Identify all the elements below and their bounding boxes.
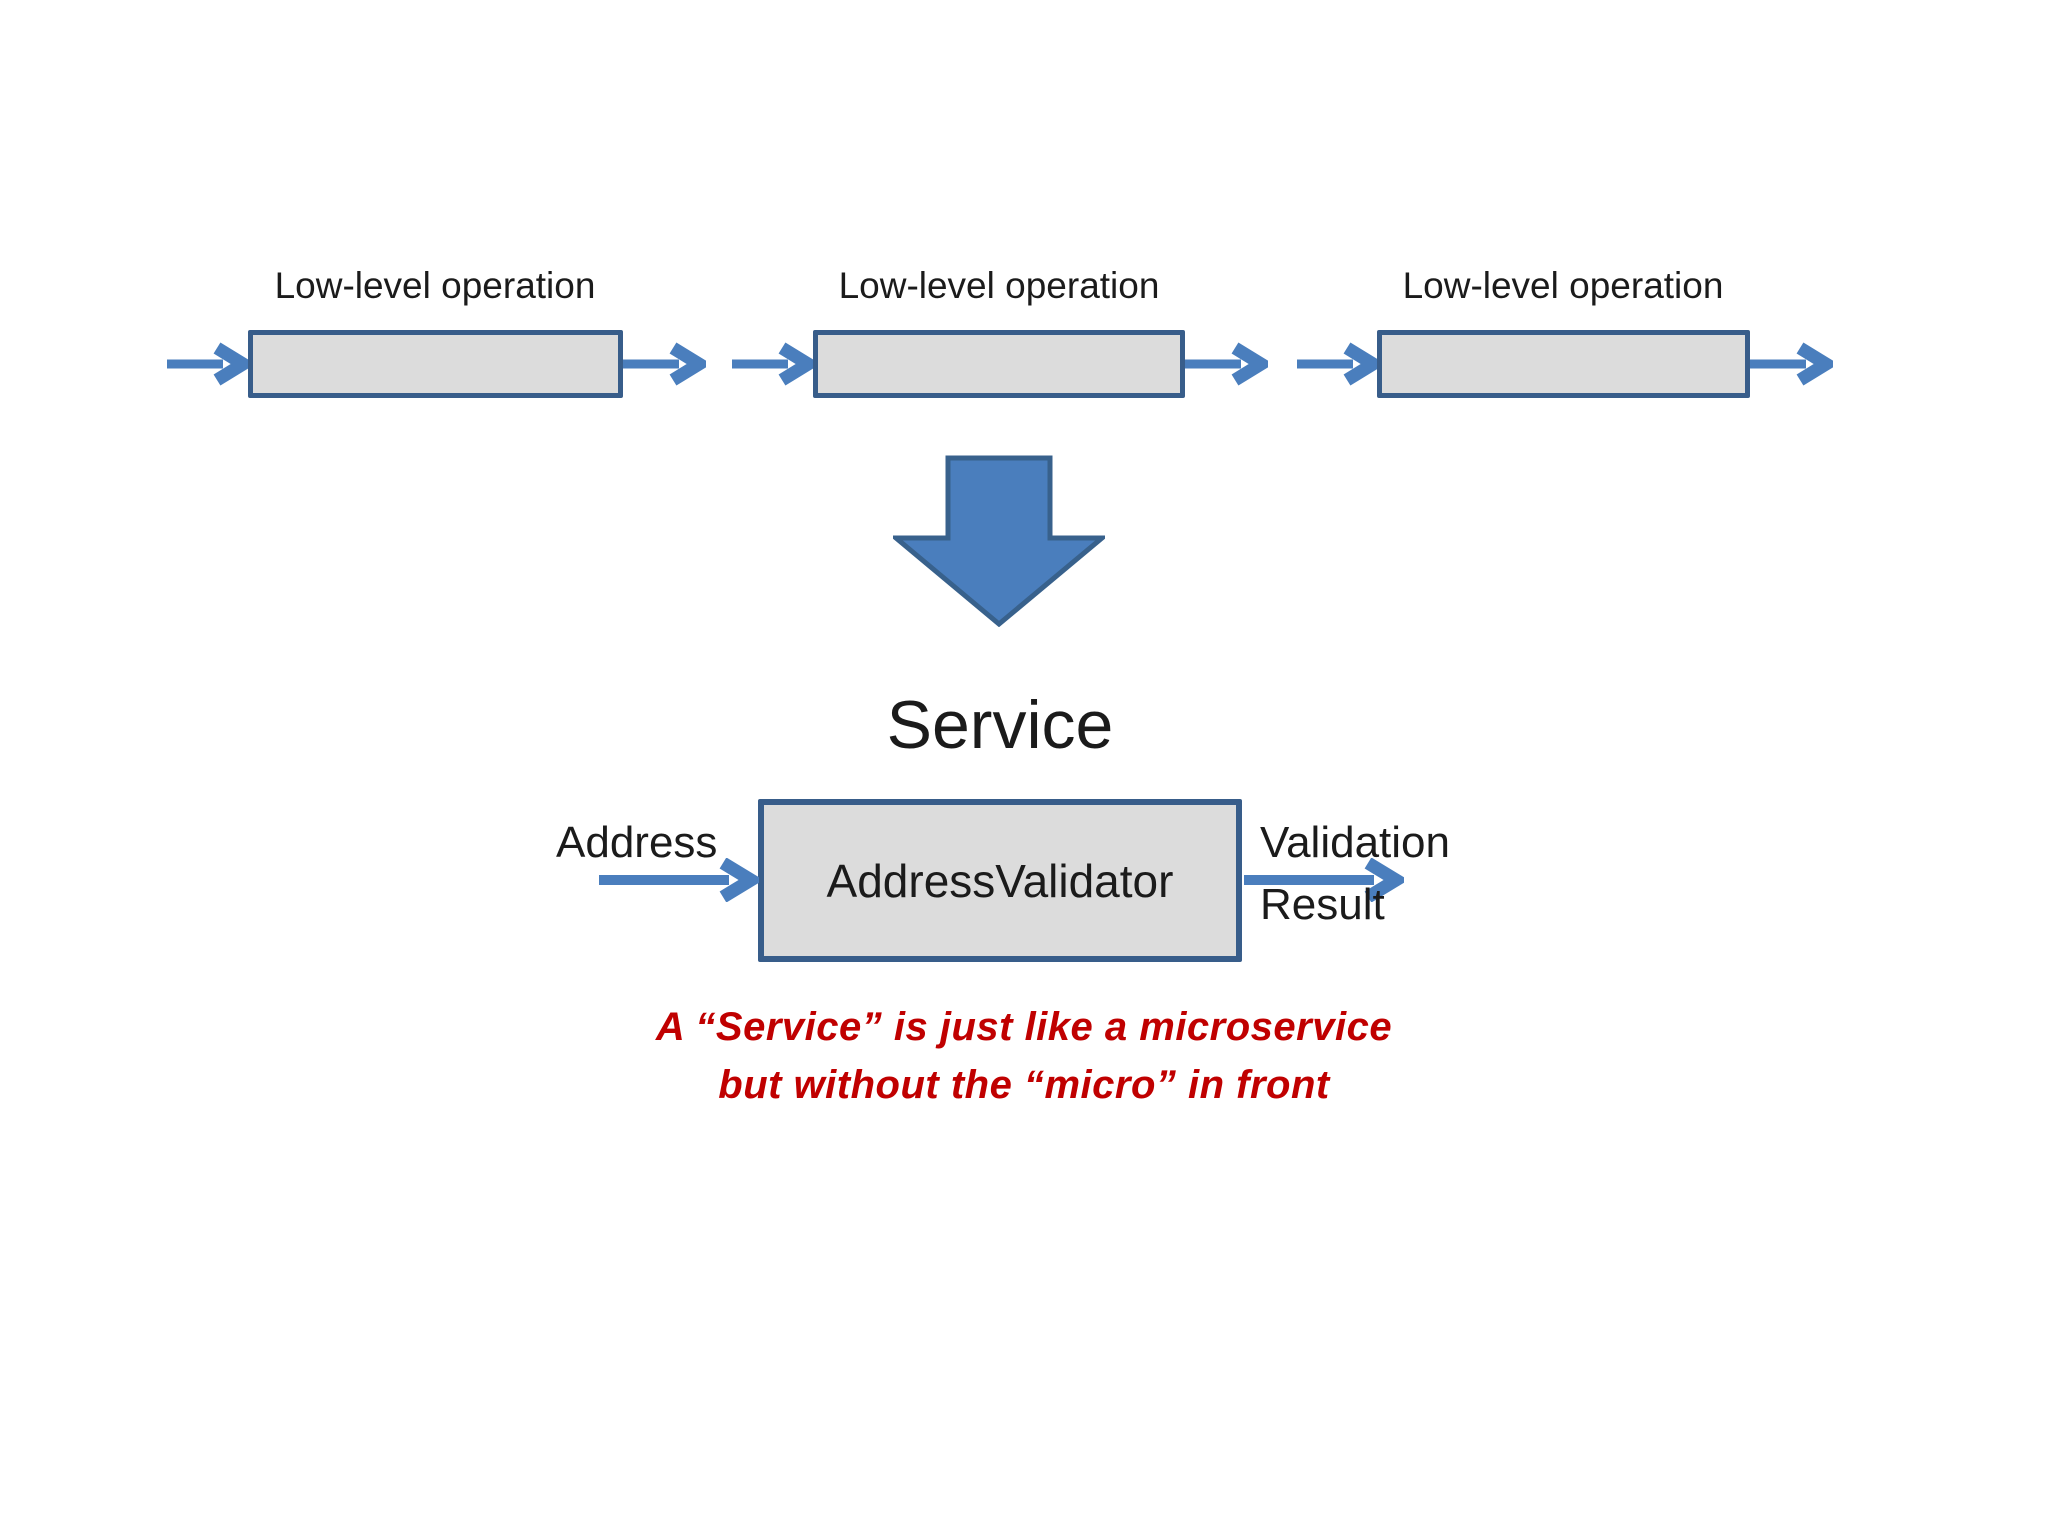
operation-label: Low-level operation: [838, 265, 1160, 306]
right-arrow-icon: [621, 342, 706, 386]
annotation: A “Service” is just like a microservice …: [624, 998, 1424, 1114]
right-arrow-icon: [1295, 342, 1380, 386]
right-arrow-icon: [1183, 342, 1268, 386]
output-label-line-2: Result: [1260, 880, 1385, 929]
operation-box: [813, 330, 1185, 398]
output-label-line-1: Validation: [1260, 818, 1450, 867]
service-box-label: AddressValidator: [826, 854, 1174, 907]
output-arrow-icon: [1242, 858, 1404, 902]
service-box: AddressValidator: [758, 799, 1242, 962]
right-arrow-icon: [730, 342, 815, 386]
right-arrow-icon: [1748, 342, 1833, 386]
operation-box: [248, 330, 623, 398]
down-arrow-icon: [893, 455, 1105, 627]
input-label: Address: [556, 818, 718, 867]
annotation-line-1: A “Service” is just like a microservice: [655, 1005, 1393, 1049]
output-label: Validation Result: [1260, 812, 1450, 936]
right-arrow-icon: [165, 342, 250, 386]
operation-box: [1377, 330, 1750, 398]
annotation-line-2: but without the “micro” in front: [718, 1063, 1330, 1107]
operation-label: Low-level operation: [1402, 265, 1724, 306]
operation-label: Low-level operation: [274, 265, 596, 306]
input-arrow-icon: [597, 858, 759, 902]
service-title: Service: [886, 687, 1114, 763]
